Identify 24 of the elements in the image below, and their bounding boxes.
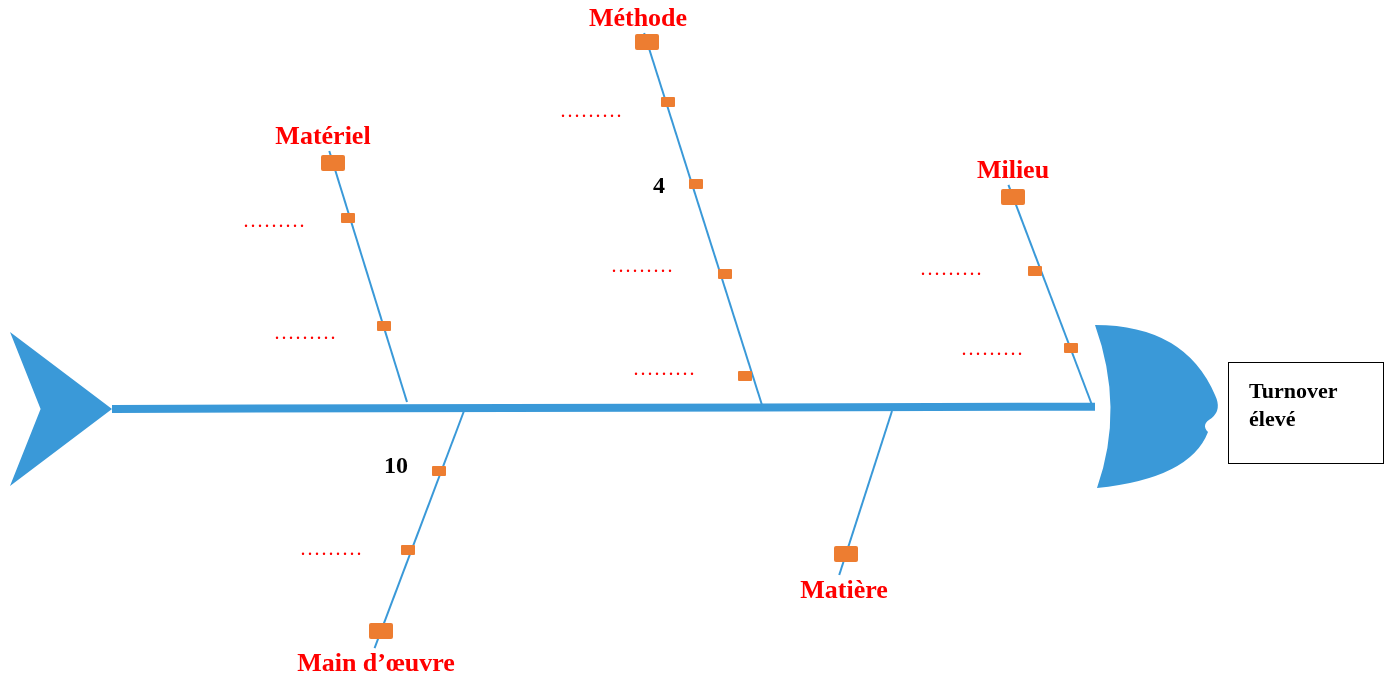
fill-in-line: ......... — [243, 210, 307, 230]
fill-in-line: ......... — [633, 358, 697, 378]
category-label: Main d’œuvre — [297, 648, 455, 678]
spine-line — [112, 402, 1095, 413]
fill-in-line: ......... — [300, 538, 364, 558]
bone-line — [328, 149, 408, 403]
fill-in-line: ......... — [961, 338, 1025, 358]
fill-in-line: ......... — [560, 100, 624, 120]
bone-line — [838, 410, 893, 577]
category-label: Méthode — [588, 3, 688, 33]
category-label: Matière — [800, 575, 888, 605]
cause-number: 4 — [653, 171, 665, 199]
bone-line — [1007, 183, 1093, 406]
effect-box: Turnover élevé — [1228, 362, 1384, 464]
fill-in-line: ......... — [274, 322, 338, 342]
cause-number: 10 — [384, 451, 408, 479]
bone-line — [643, 31, 763, 406]
fish-tail-shape — [10, 332, 112, 486]
bone-line — [373, 410, 465, 650]
category-label: Matériel — [275, 121, 371, 151]
category-label: Milieu — [976, 155, 1050, 185]
fill-in-line: ......... — [920, 258, 984, 278]
fill-in-line: ......... — [611, 255, 675, 275]
fish-head-shape — [1095, 325, 1218, 488]
